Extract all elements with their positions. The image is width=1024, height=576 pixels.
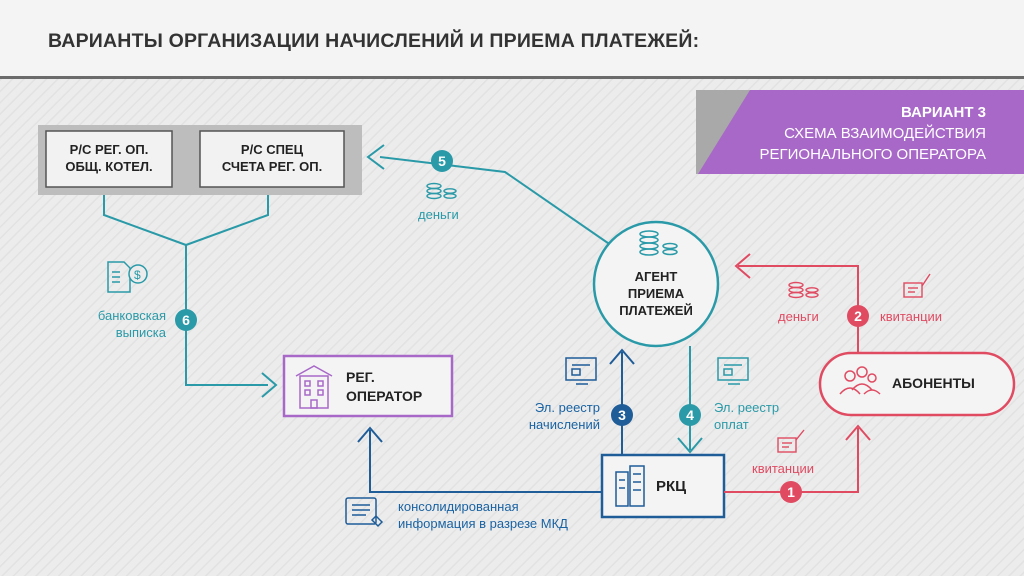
receipts-line	[724, 428, 859, 493]
registry-payments-arrowhead	[677, 437, 703, 454]
step-3-label-line1: Эл. реестр	[534, 400, 600, 415]
rkc-label: РКЦ	[656, 478, 687, 495]
receipt-icon	[903, 273, 931, 298]
building-icon	[295, 365, 333, 409]
agent-line2: ПРИЕМА	[627, 286, 685, 301]
monitor-icon-payments	[717, 357, 749, 385]
step-5-badge: 5	[431, 150, 453, 172]
people-icon	[839, 366, 881, 395]
consolidated-line2: информация в разрезе МКД	[398, 516, 568, 531]
step-4-label-line2: оплат	[714, 417, 749, 432]
step-2-receipts-label: квитанции	[880, 309, 943, 324]
variant-subtitle-2: РЕГИОНАЛЬНОГО ОПЕРАТОРА	[759, 146, 986, 163]
svg-text:$: $	[134, 268, 141, 282]
step-4-label-line1: Эл. реестр	[714, 400, 780, 415]
agent-line1: АГЕНТ	[634, 269, 678, 284]
account-common-line2: ОБЩ. КОТЕЛ.	[65, 159, 153, 174]
tablet-icon	[345, 497, 384, 528]
accounts-merge-line	[103, 195, 269, 247]
monitor-icon-accruals	[565, 357, 597, 385]
bank-statement-icon: $	[107, 261, 148, 293]
money-to-accounts-line	[379, 156, 619, 251]
subscribers-box	[818, 351, 1016, 417]
step-6-label-line2: выписка	[115, 325, 166, 340]
payment-coins-icon	[788, 281, 819, 299]
step-2-badge: 2	[847, 305, 869, 327]
operator-line2: ОПЕРАТОР	[346, 388, 423, 404]
step-4-badge: 4	[679, 404, 701, 426]
agent-circle	[592, 220, 720, 348]
step-1-badge: 1	[780, 481, 802, 503]
consolidated-line1: консолидированная	[398, 499, 519, 514]
receipt-icon-rkc	[777, 429, 805, 453]
step-6-badge: 6	[175, 309, 197, 331]
consolidated-arrowhead	[357, 426, 383, 443]
money-to-accounts-arrowhead	[366, 144, 385, 170]
agent-coins-icon	[639, 230, 678, 256]
page-title: ВАРИАНТЫ ОРГАНИЗАЦИИ НАЧИСЛЕНИЙ И ПРИЕМА…	[48, 30, 700, 52]
payment-arrowhead	[734, 253, 751, 279]
statement-line	[185, 245, 268, 386]
step-3-label-line2: начислений	[528, 417, 600, 432]
account-special-line2: СЧЕТА РЕГ. ОП.	[221, 159, 323, 174]
operator-line1: РЕГ.	[346, 369, 375, 385]
step-1-label: квитанции	[752, 461, 815, 476]
subscribers-label: АБОНЕНТЫ	[892, 375, 975, 391]
office-buildings-icon	[615, 465, 645, 507]
registry-accruals-arrowhead	[609, 348, 635, 365]
variant-badge-shape	[696, 90, 1024, 174]
variant-subtitle-1: СХЕМА ВЗАИМОДЕЙСТВИЯ	[784, 125, 986, 142]
account-box-special	[199, 130, 345, 188]
consolidated-line	[369, 430, 602, 493]
account-special-line1: Р/С СПЕЦ	[240, 142, 304, 157]
agent-line3: ПЛАТЕЖЕЙ	[619, 303, 693, 318]
step-2-money-label: деньги	[778, 309, 819, 324]
coins-icon	[426, 182, 457, 200]
step-3-badge: 3	[611, 404, 633, 426]
variant-title: ВАРИАНТ 3	[900, 104, 986, 121]
account-common-line1: Р/С РЕГ. ОП.	[69, 142, 149, 157]
step-5-label: деньги	[418, 207, 459, 222]
operator-box	[282, 354, 454, 418]
account-box-common	[45, 130, 173, 188]
receipts-arrowhead	[845, 424, 871, 441]
step-6-label-line1: банковская	[97, 308, 166, 323]
statement-arrowhead	[261, 372, 278, 398]
